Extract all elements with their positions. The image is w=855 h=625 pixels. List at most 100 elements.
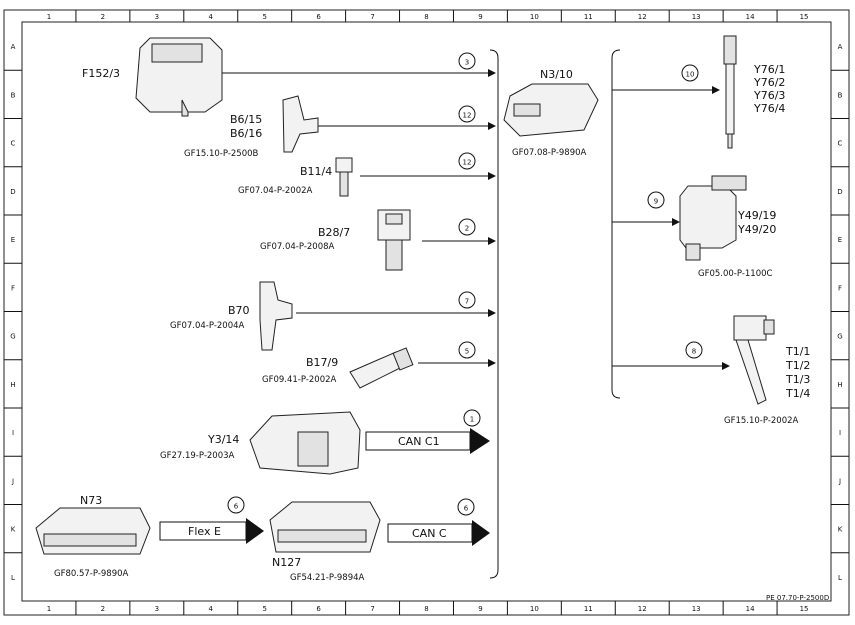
grid-row-label: A <box>838 43 843 51</box>
svg-text:5: 5 <box>465 348 469 356</box>
grid-col-label: 15 <box>800 13 809 21</box>
grid-col-label: 13 <box>692 13 701 21</box>
component-y3-14: Y3/14 GF27.19-P-2003A <box>160 411 361 475</box>
b6-label-1: B6/15 <box>230 113 262 126</box>
y49-label-1: Y49/19 <box>737 209 776 222</box>
can-c-label: CAN C <box>412 527 447 540</box>
grid-col-label: 8 <box>424 13 428 21</box>
grid-col-label: 1 <box>47 13 51 21</box>
grid-row-label: J <box>11 477 14 485</box>
output-lines <box>611 49 730 399</box>
svg-text:9: 9 <box>654 198 658 206</box>
b28-ref: GF07.04-P-2008A <box>260 242 335 252</box>
input-lines <box>222 49 499 579</box>
grid-row-label: F <box>11 284 15 292</box>
grid-row-label: I <box>12 429 14 437</box>
grid-col-label: 15 <box>800 605 809 613</box>
grid-row-label: H <box>837 381 842 389</box>
t1-ref: GF15.10-P-2002A <box>724 416 799 426</box>
y3-ref: GF27.19-P-2003A <box>160 451 235 461</box>
t1-label-1: T1/1 <box>785 345 810 358</box>
b6-label-2: B6/16 <box>230 127 262 140</box>
component-y49: Y49/19 Y49/20 GF05.00-P-1100C <box>679 175 776 279</box>
y49-label-2: Y49/20 <box>737 223 776 236</box>
b6-ref: GF15.10-P-2500B <box>184 149 259 159</box>
grid-col-label: 10 <box>530 605 539 613</box>
grid-col-label: 7 <box>370 605 374 613</box>
component-t1: T1/1 T1/2 T1/3 T1/4 GF15.10-P-2002A <box>724 315 810 426</box>
signal-circle: 8 <box>685 341 703 359</box>
grid-col-label: 6 <box>316 605 321 613</box>
svg-text:6: 6 <box>464 505 469 513</box>
component-b11-4: B11/4 GF07.04-P-2002A <box>238 157 353 197</box>
signal-circle: 6 <box>227 496 245 514</box>
svg-text:3: 3 <box>465 59 469 67</box>
bus-can-c1: CAN C1 <box>365 428 490 454</box>
grid-col-label: 14 <box>746 13 755 21</box>
outer-frame <box>3 9 850 616</box>
n73-label: N73 <box>80 494 102 507</box>
grid-row-label: A <box>11 43 16 51</box>
n127-label: N127 <box>272 556 301 569</box>
b17-label: B17/9 <box>306 356 338 369</box>
n3-label: N3/10 <box>540 68 573 81</box>
b28-label: B28/7 <box>318 226 350 239</box>
grid-col-label: 7 <box>370 13 374 21</box>
grid-col-label: 2 <box>101 605 105 613</box>
component-b70: B70 GF07.04-P-2004A <box>170 281 293 351</box>
svg-text:1: 1 <box>470 416 474 424</box>
grid-row-label: G <box>10 333 15 341</box>
grid-col-label: 4 <box>209 13 214 21</box>
b70-ref: GF07.04-P-2004A <box>170 321 245 331</box>
grid-row-label: B <box>11 91 16 99</box>
y76-label-1: Y76/1 <box>753 63 785 76</box>
grid-col-label: 8 <box>424 605 428 613</box>
n73-ref: GF80.57-P-9890A <box>54 569 129 579</box>
signal-circle: 6 <box>457 498 475 516</box>
y76-label-3: Y76/3 <box>753 89 785 102</box>
svg-text:2: 2 <box>465 225 469 233</box>
grid-row-label: J <box>838 477 841 485</box>
grid-row-label: L <box>838 574 842 582</box>
grid-row-label: G <box>837 333 842 341</box>
n127-ref: GF54.21-P-9894A <box>290 573 365 583</box>
signal-circle: 1 <box>463 409 481 427</box>
grid-row-label: L <box>11 574 15 582</box>
y76-label-4: Y76/4 <box>753 102 785 115</box>
b11-ref: GF07.04-P-2002A <box>238 186 313 196</box>
n3-ref: GF07.08-P-9890A <box>512 148 587 158</box>
svg-text:6: 6 <box>234 503 239 511</box>
component-b6: B6/15 B6/16 GF15.10-P-2500B <box>184 95 319 159</box>
grid-col-label: 9 <box>478 13 482 21</box>
grid-col-label: 13 <box>692 605 701 613</box>
grid-row-label: C <box>11 140 16 148</box>
bus-can-c: CAN C <box>387 520 490 546</box>
y3-label: Y3/14 <box>207 433 239 446</box>
grid-row-label: K <box>11 526 16 534</box>
signal-circle: 2 <box>458 218 476 236</box>
component-n127: N127 GF54.21-P-9894A <box>269 501 381 583</box>
grid-row-label: K <box>838 526 843 534</box>
t1-label-3: T1/3 <box>785 373 810 386</box>
svg-text:12: 12 <box>463 112 472 120</box>
component-b17-9: B17/9 GF09.41-P-2002A <box>262 347 414 389</box>
grid-col-label: 3 <box>155 13 159 21</box>
t1-label-2: T1/2 <box>785 359 810 372</box>
component-n73: N73 GF80.57-P-9890A <box>35 494 151 579</box>
grid-col-label: 11 <box>584 13 593 21</box>
grid-col-label: 10 <box>530 13 539 21</box>
grid-row-label: F <box>838 284 842 292</box>
grid-row-label: E <box>11 236 15 244</box>
component-y76: Y76/1 Y76/2 Y76/3 Y76/4 <box>723 35 785 149</box>
y49-ref: GF05.00-P-1100C <box>698 269 773 279</box>
component-n3-10: N3/10 GF07.08-P-9890A <box>503 68 599 158</box>
signal-circle: 12 <box>458 152 476 170</box>
grid-col-label: 1 <box>47 605 51 613</box>
svg-text:7: 7 <box>465 298 469 306</box>
svg-text:10: 10 <box>686 71 695 79</box>
grid-labels: 1122334455667788991010111112121313141415… <box>4 10 849 615</box>
b17-ref: GF09.41-P-2002A <box>262 375 337 385</box>
grid-row-label: E <box>838 236 842 244</box>
b70-label: B70 <box>228 304 250 317</box>
